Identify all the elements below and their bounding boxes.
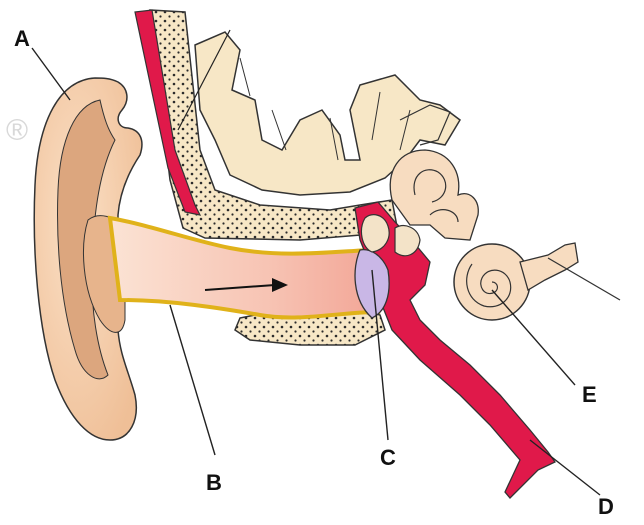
label-e: E [582,382,597,407]
label-b: B [206,470,222,495]
auditory-nerve [520,243,578,290]
watermark-symbol: ® [6,114,28,147]
label-c: C [380,445,396,470]
nerve-line [548,258,620,300]
leader-line-b [170,305,215,455]
leader-line-e [492,290,575,385]
label-d: D [598,494,614,519]
label-a: A [14,26,30,51]
leader-line-a [32,48,70,100]
